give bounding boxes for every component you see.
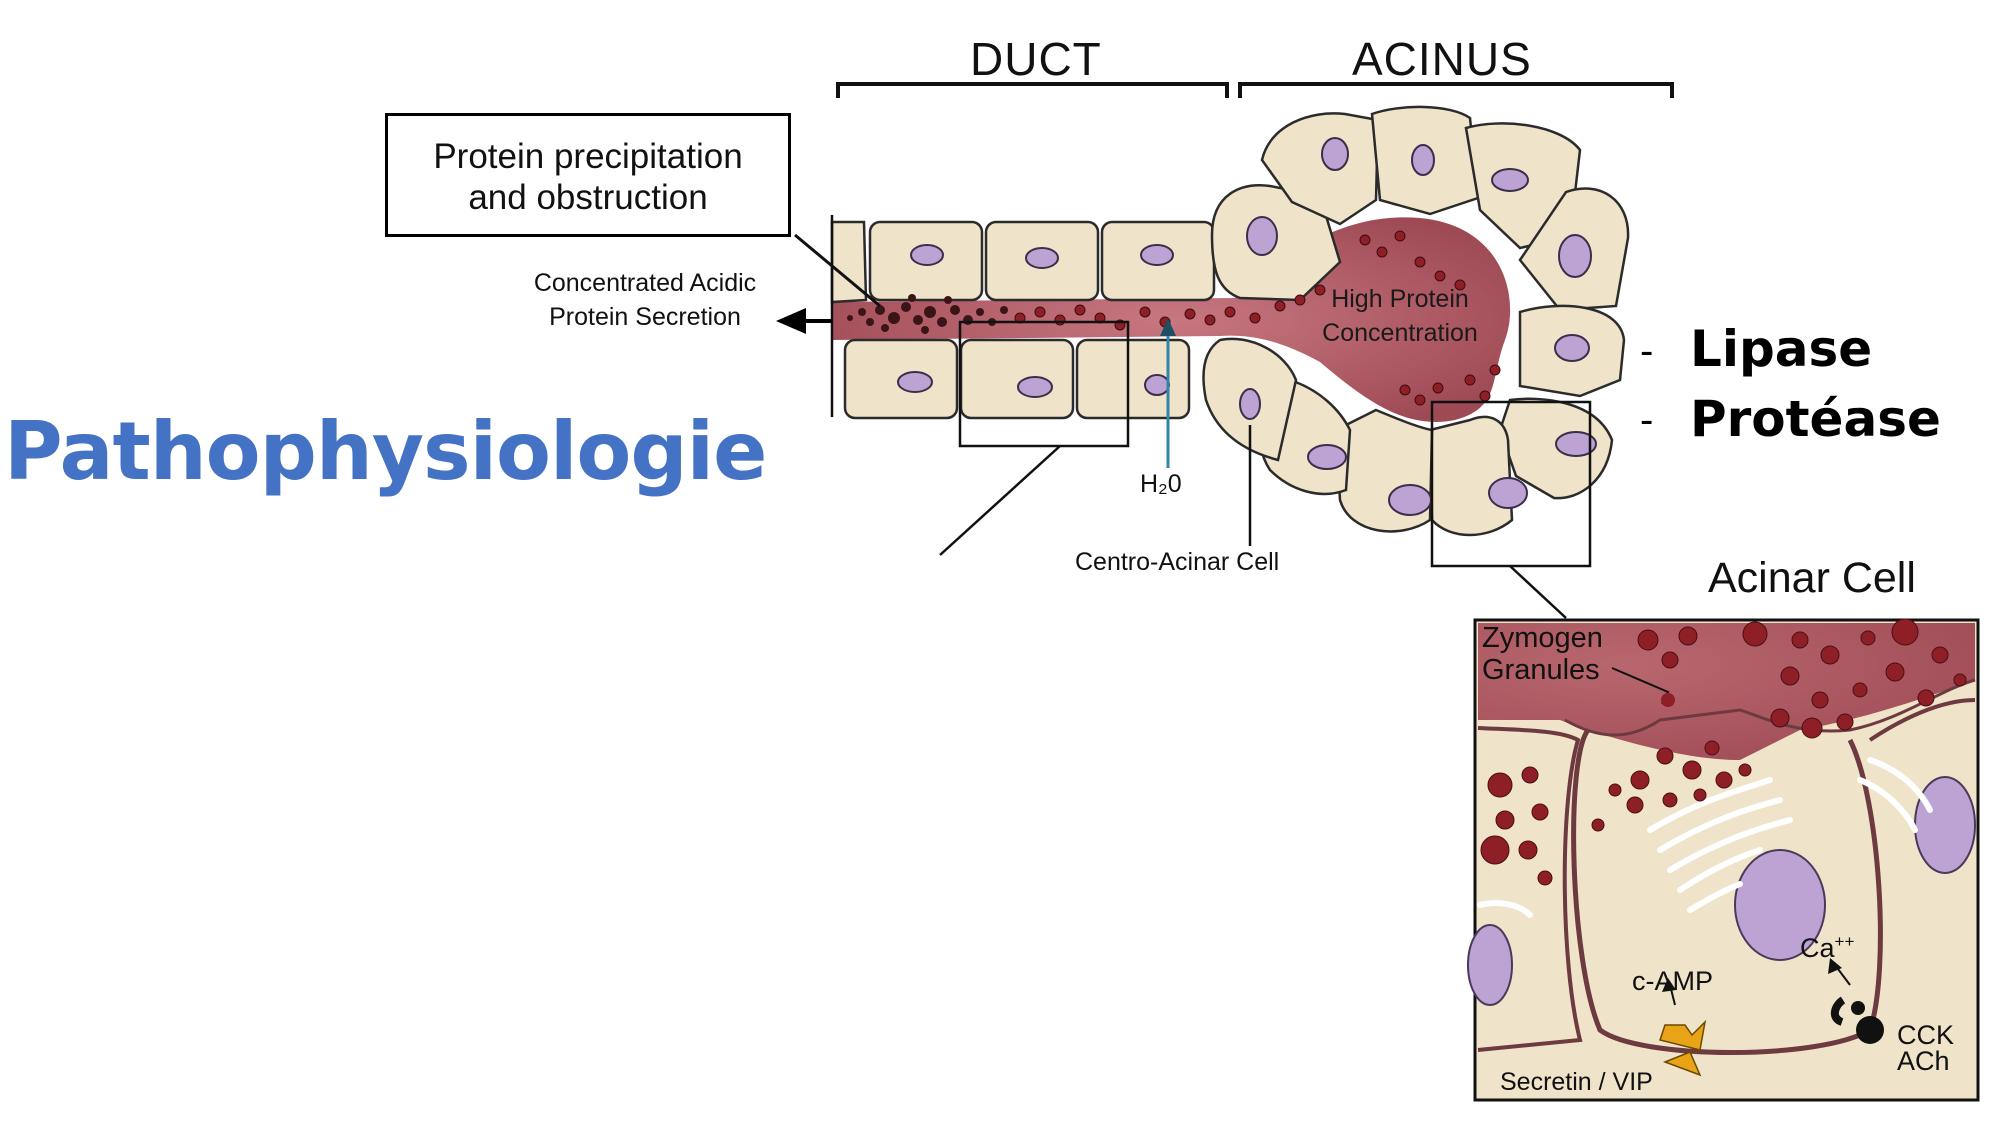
high-line-1: High Protein: [1331, 285, 1469, 313]
cck-label: CCK: [1897, 1020, 1955, 1050]
enzyme-protease: Protéase: [1690, 390, 1941, 448]
callout-connector: [794, 233, 881, 308]
enzyme-dash-2: -: [1640, 398, 1654, 442]
acinar-cells: [1202, 105, 1630, 537]
high-protein-label: High Protein Concentration: [1300, 282, 1500, 350]
lumen-granules: [1014, 230, 1501, 406]
h2o-label: H₂0: [1140, 470, 1182, 498]
callout-line-1: Protein precipitation: [433, 137, 743, 176]
lumen: [832, 217, 1511, 422]
ca-label: Ca++: [1800, 932, 1854, 964]
acinus-header: ACINUS: [1352, 33, 1532, 85]
acinar-zoom-connector: [1509, 565, 1567, 619]
ca-text: Ca: [1800, 933, 1835, 963]
callout-line-2: and obstruction: [468, 178, 708, 217]
high-line-2: Concentration: [1322, 319, 1478, 347]
acinar-cell-inset: [1467, 618, 1980, 1102]
cell-nuclei: [897, 137, 1597, 516]
secretin-label: Secretin / VIP: [1500, 1068, 1653, 1096]
secretion-line-2: Protein Secretion: [549, 303, 741, 331]
protein-precipitate: [847, 294, 1008, 334]
centro-acinar-label: Centro-Acinar Cell: [1075, 548, 1280, 576]
duct-header: DUCT: [970, 33, 1102, 85]
zymogen-label: Zymogen Granules: [1482, 622, 1603, 686]
h2o-arrow: [1160, 318, 1176, 468]
duct-bottom-cells: [843, 338, 1191, 420]
duct-zoom-box: [958, 320, 1130, 448]
zymogen-line-1: Zymogen: [1482, 622, 1603, 654]
acinar-cell-title: Acinar Cell: [1708, 554, 1916, 602]
secretion-arrow: [776, 308, 832, 334]
ca-superscript: ++: [1834, 932, 1855, 951]
enzyme-lipase: Lipase: [1690, 320, 1873, 378]
duct-zoom-connector: [939, 445, 1061, 556]
secretion-line-1: Concentrated Acidic: [533, 269, 757, 297]
enzyme-dash-1: -: [1640, 329, 1654, 373]
ach-label: ACh: [1897, 1046, 1950, 1076]
camp-label: c-AMP: [1632, 966, 1713, 996]
callout-protein-precipitation: Protein precipitation and obstruction: [385, 113, 791, 237]
secretion-label: Concentrated Acidic Protein Secretion: [505, 266, 785, 334]
acinus-bracket: [1238, 82, 1674, 98]
zymogen-line-2: Granules: [1482, 654, 1600, 686]
slide-title: Pathophysiologie: [4, 405, 767, 498]
duct-bracket: [836, 82, 1229, 98]
